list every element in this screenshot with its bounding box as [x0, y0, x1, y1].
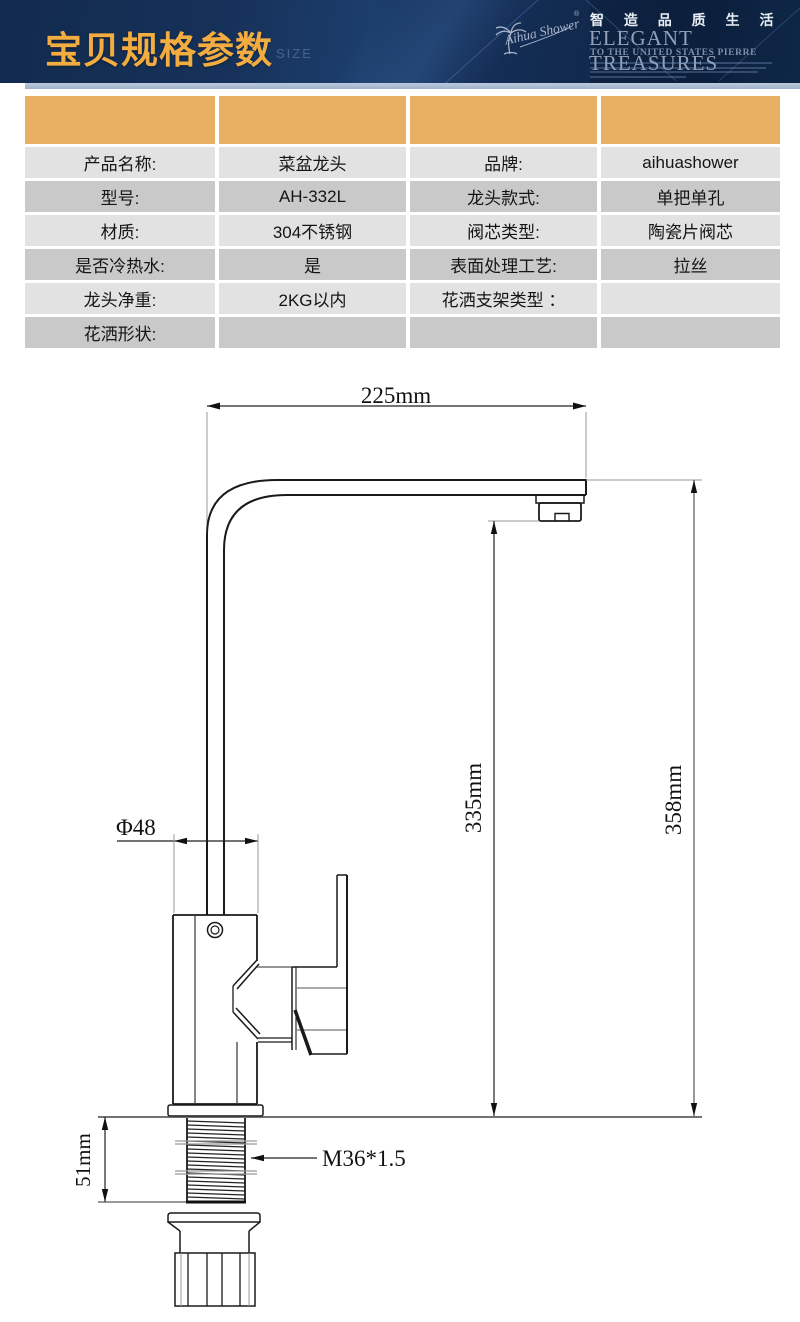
spec-label: 产品名称: — [25, 147, 215, 178]
page-title: 宝贝规格参数 — [45, 30, 273, 71]
dim-body-diameter-label: Φ48 — [116, 815, 156, 840]
header-right-shade — [590, 0, 800, 83]
spec-table: 产品名称: 菜盆龙头 品牌: aihuashower 型号: AH-332L 龙… — [25, 96, 780, 348]
slogan-subline: TO THE UNITED STATES PIERRE — [590, 48, 758, 58]
spec-value: 菜盆龙头 — [219, 147, 406, 178]
spec-label: 品牌: — [410, 147, 597, 178]
thread-spec-label: M36*1.5 — [322, 1146, 406, 1171]
slogan-english: ELEGANT TREASURES — [589, 26, 719, 75]
header-banner: 宝贝规格参数 SIZE Aihua Shower ® 智 造 品 质 生 活 E… — [0, 0, 800, 83]
spec-value: 陶瓷片阀芯 — [601, 215, 780, 246]
dim-top-width-label: 225mm — [361, 383, 431, 408]
spec-value: aihuashower — [601, 147, 780, 178]
dim-total-height-label: 358mm — [661, 765, 686, 835]
spec-label: 材质: — [25, 215, 215, 246]
size-subtitle: SIZE — [276, 46, 313, 61]
spec-label: 龙头款式: — [410, 181, 597, 212]
spec-value — [601, 317, 780, 348]
spec-value — [219, 317, 406, 348]
fine-print-lines — [590, 62, 775, 80]
spec-value: 2KG以内 — [219, 283, 406, 314]
spec-label — [410, 317, 597, 348]
spec-label: 龙头净重: — [25, 283, 215, 314]
table-header-cell — [219, 96, 406, 144]
spec-value — [601, 283, 780, 314]
spec-value: 是 — [219, 249, 406, 280]
dim-spout-height-label: 335mm — [461, 763, 486, 833]
table-header-cell — [410, 96, 597, 144]
dim-thread-length-label: 51mm — [71, 1133, 95, 1187]
spec-label: 型号: — [25, 181, 215, 212]
header-bottom-strip — [25, 83, 800, 89]
spec-value: 304不锈钢 — [219, 215, 406, 246]
spec-label: 表面处理工艺: — [410, 249, 597, 280]
spec-value: AH-332L — [219, 181, 406, 212]
table-header-cell — [25, 96, 215, 144]
spec-label: 阀芯类型: — [410, 215, 597, 246]
spec-value: 拉丝 — [601, 249, 780, 280]
brand-logo: Aihua Shower ® — [495, 10, 581, 55]
spec-label: 是否冷热水: — [25, 249, 215, 280]
spec-label: 花洒支架类型 ： — [410, 283, 597, 314]
slogan-chinese: 智 造 品 质 生 活 — [590, 12, 782, 28]
table-header-cell — [601, 96, 780, 144]
palm-tree-icon — [495, 22, 527, 55]
spec-value: 单把单孔 — [601, 181, 780, 212]
spec-label: 花洒形状: — [25, 317, 215, 348]
registered-mark: ® — [574, 10, 580, 18]
